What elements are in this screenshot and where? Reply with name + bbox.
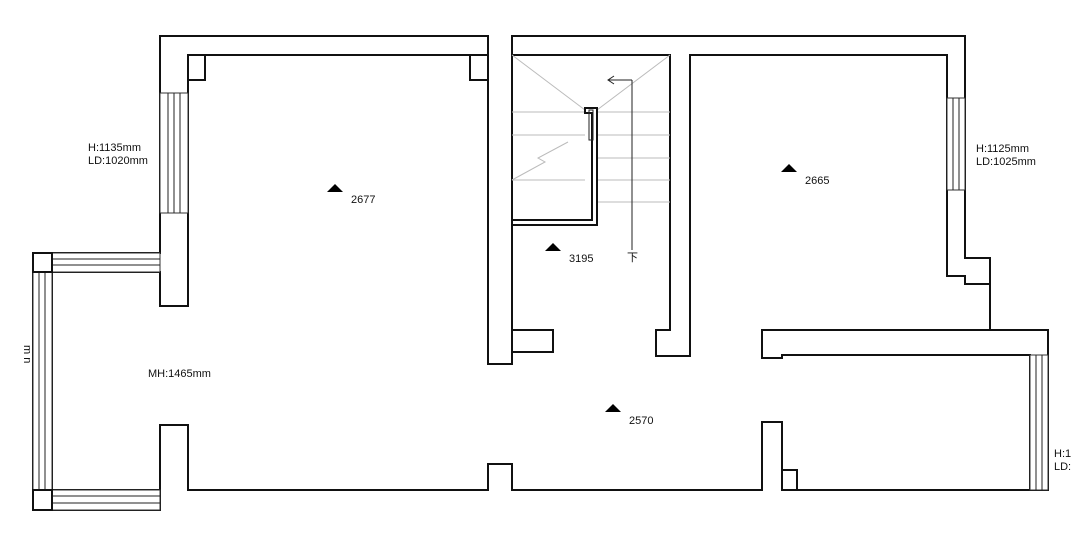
left-edge-text: m n xyxy=(21,345,33,363)
window-right-ld: LD:1025mm xyxy=(976,156,1036,168)
window-left-height: H:1135mm xyxy=(88,142,141,154)
elevation-hall: 2570 xyxy=(629,415,653,427)
staircase xyxy=(511,54,671,250)
window-right-height: H:1125mm xyxy=(976,143,1029,155)
window-left-ld: LD:1020mm xyxy=(88,155,148,167)
window-bottom-right-ld: LD: xyxy=(1054,461,1071,473)
window-bay-left xyxy=(32,271,53,491)
window-bottom-right xyxy=(1029,354,1049,491)
elevation-marker-hall xyxy=(605,404,621,412)
elevation-marker-stair xyxy=(545,243,561,251)
window-right-room xyxy=(946,97,966,191)
bay-window-label: MH:1465mm xyxy=(148,368,211,380)
window-bottom-right-height: H:1 xyxy=(1054,448,1071,460)
elevation-right-room: 2665 xyxy=(805,175,829,187)
stair-down-label: 下 xyxy=(627,252,638,264)
window-bay-bottom xyxy=(51,489,161,511)
column-top-mid xyxy=(469,54,489,81)
column-top-left xyxy=(187,54,206,81)
elevation-marker-right-room xyxy=(781,164,797,172)
elevation-marker-left-room xyxy=(327,184,343,192)
elevation-stair: 3195 xyxy=(569,253,593,265)
room-left-interior xyxy=(51,54,1031,491)
window-bay-top xyxy=(51,252,161,273)
elevation-left-room: 2677 xyxy=(351,194,375,206)
